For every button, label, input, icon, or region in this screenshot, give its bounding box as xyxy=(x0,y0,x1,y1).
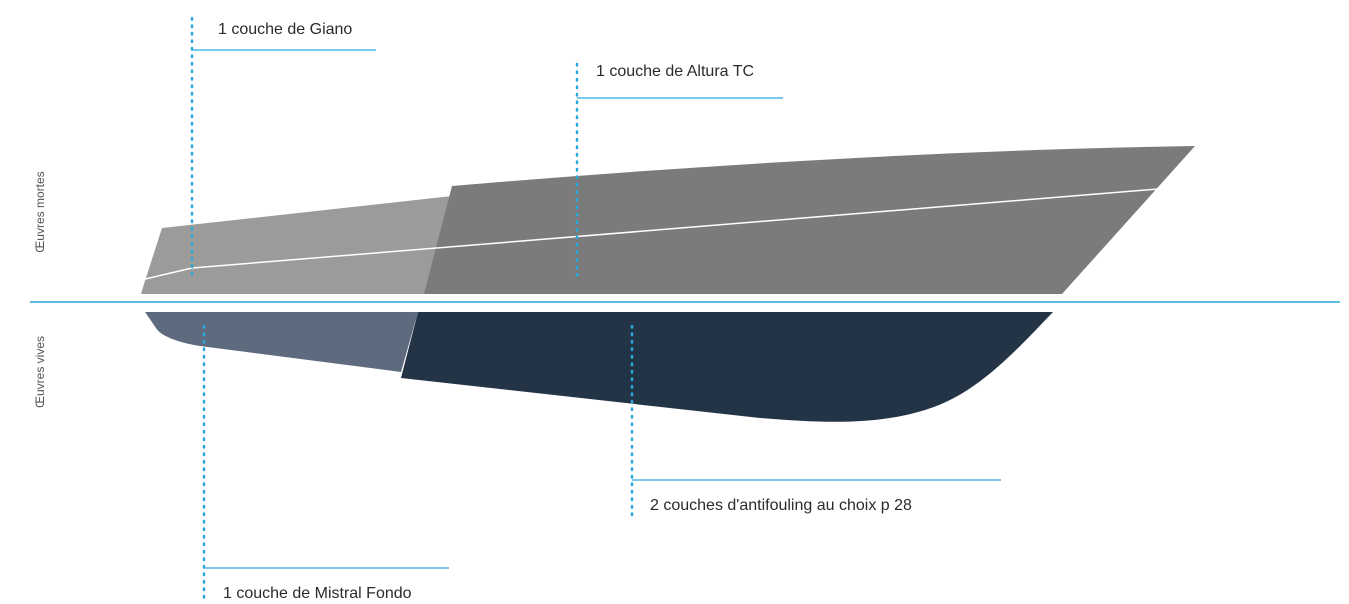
mistral-callout-label: 1 couche de Mistral Fondo xyxy=(223,585,412,602)
topsides-forward-section xyxy=(424,146,1195,294)
giano-callout-label: 1 couche de Giano xyxy=(218,21,353,38)
altura-callout-label: 1 couche de Altura TC xyxy=(596,63,755,80)
below-waterline-label: Œuvres vives xyxy=(33,335,47,409)
antifouling-callout-label: 2 couches d'antifouling au choix p 28 xyxy=(650,497,912,514)
bottom-forward-section xyxy=(401,312,1053,422)
bottom-aft-section xyxy=(145,312,418,372)
topsides-aft-section xyxy=(141,196,452,294)
above-waterline-label: Œuvres mortes xyxy=(33,171,47,253)
